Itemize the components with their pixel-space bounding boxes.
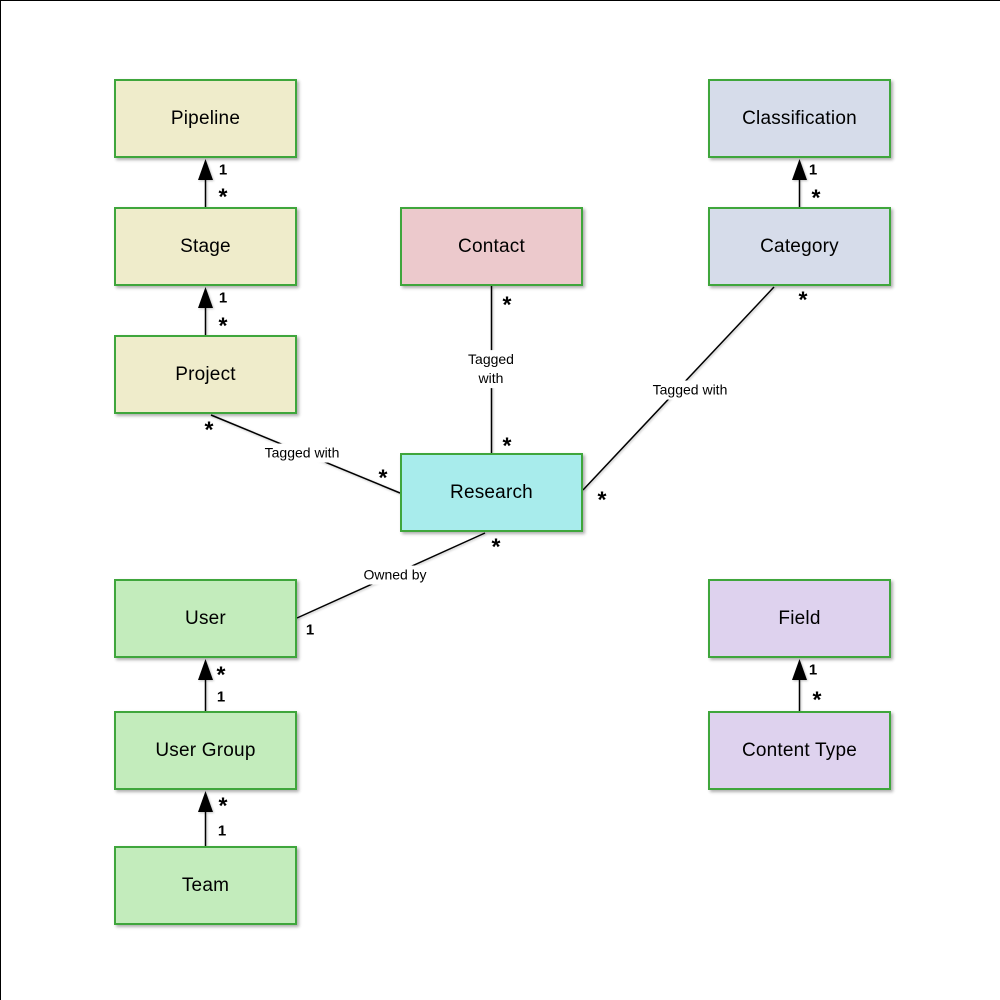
entity-field: Field [708, 579, 891, 658]
cardinality-project2-end: * [204, 416, 214, 443]
arrowhead-icon [792, 659, 807, 680]
entity-user-group: User Group [114, 711, 297, 790]
cardinality-team-end: 1 [217, 822, 227, 840]
entity-content-type-label: Content Type [741, 739, 858, 761]
cardinality-research-top-end: * [502, 432, 512, 459]
entity-stage: Stage [114, 207, 297, 286]
cardinality-contact-end: * [502, 291, 512, 318]
edge-label-category-research: Tagged with [650, 380, 730, 400]
entity-user-group-label: User Group [155, 739, 256, 761]
entity-pipeline: Pipeline [114, 79, 297, 158]
edge-label-user-research: Owned by [361, 565, 429, 585]
entity-category-label: Category [760, 235, 839, 257]
entity-classification-label: Classification [742, 107, 857, 129]
entity-stage-label: Stage [180, 235, 231, 257]
cardinality-contenttype-end: * [812, 686, 822, 713]
entity-category: Category [708, 207, 891, 286]
arrowhead-icon [792, 159, 807, 180]
cardinality-usergroup-end: 1 [216, 688, 226, 706]
arrowhead-icon [198, 791, 213, 812]
cardinality-stage-end: * [218, 183, 228, 210]
edge-label-contact-research: Tagged with [456, 350, 526, 388]
arrowhead-icon [198, 287, 213, 308]
entity-contact-label: Contact [458, 235, 525, 257]
cardinality-classification-end: 1 [808, 161, 818, 179]
entity-contact: Contact [400, 207, 583, 286]
cardinality-user-end: * [216, 661, 226, 688]
entity-research: Research [400, 453, 583, 532]
entity-content-type: Content Type [708, 711, 891, 790]
cardinality-research-right-end: * [597, 486, 607, 513]
cardinality-category2-end: * [798, 286, 808, 313]
entity-field-label: Field [778, 607, 821, 629]
cardinality-research-bottom-end: * [491, 533, 501, 560]
cardinality-user2-end: 1 [305, 621, 315, 639]
entity-pipeline-label: Pipeline [170, 107, 241, 129]
cardinality-research-left-end: * [378, 464, 388, 491]
entity-user-label: User [185, 607, 226, 629]
arrowhead-icon [198, 159, 213, 180]
entity-team-label: Team [181, 874, 230, 896]
cardinality-category-end: * [811, 184, 821, 211]
cardinality-project-end: * [218, 312, 228, 339]
cardinality-pipeline-end: 1 [218, 161, 228, 179]
entity-research-label: Research [450, 481, 533, 503]
entity-project: Project [114, 335, 297, 414]
entity-team: Team [114, 846, 297, 925]
cardinality-stage2-end: 1 [218, 289, 228, 307]
entity-project-label: Project [175, 363, 236, 385]
edge-label-project-research: Tagged with [262, 443, 342, 463]
cardinality-usergroup2-end: * [218, 792, 228, 819]
entity-classification: Classification [708, 79, 891, 158]
cardinality-field-end: 1 [808, 661, 818, 679]
arrowhead-icon [198, 659, 213, 680]
entity-user: User [114, 579, 297, 658]
